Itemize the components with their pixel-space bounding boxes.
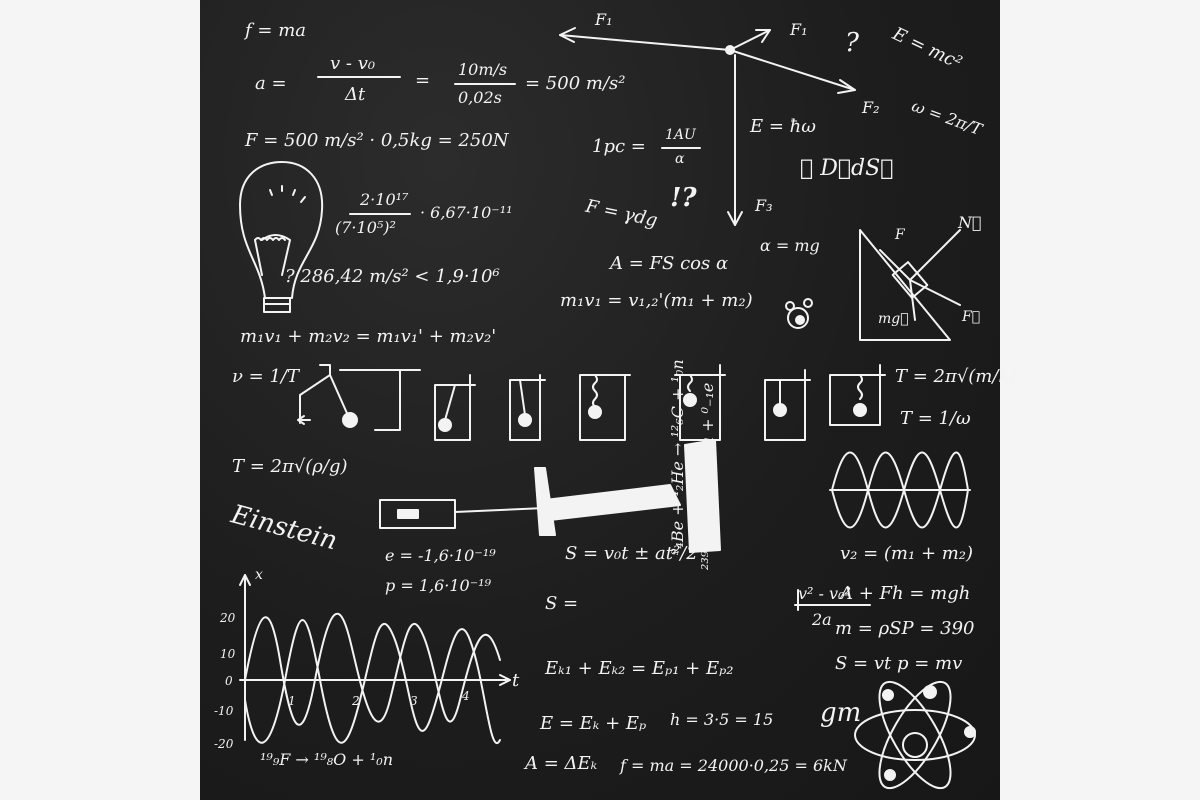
formula: Eₖ₁ + Eₖ₂ = Eₚ₁ + Eₚ₂	[545, 658, 734, 679]
graph-y-tick: 0	[225, 674, 233, 688]
formula: h = 3·5 = 15	[670, 710, 774, 729]
formula: 1AU	[665, 127, 696, 143]
formula-nuclear: ²³⁹₉₃Np → ²³⁹₉₄Pu + ⁰₋₁e	[698, 382, 717, 570]
formula: v - v₀	[330, 53, 376, 74]
formula: T = 2π√(m/k)	[895, 366, 1017, 387]
formula: F	[895, 227, 905, 243]
formula: S =	[545, 593, 579, 614]
graph-y-axis-label: x	[255, 567, 263, 583]
formula: v₂ = (m₁ + m₂)	[840, 543, 974, 564]
graph-x-tick: 1	[288, 694, 296, 708]
formula: F₁	[595, 10, 613, 29]
graph-x-tick: 4	[462, 689, 470, 703]
pendulum-sequence	[297, 364, 886, 441]
formula: α	[675, 151, 685, 167]
formula: e = -1,6·10⁻¹⁹	[385, 546, 496, 565]
formula: a =	[255, 73, 287, 94]
graph-x-tick: 3	[410, 694, 418, 708]
formula: (7·10⁵)²	[335, 218, 396, 237]
formula: p = 1,6·10⁻¹⁹	[385, 576, 491, 595]
oscillation-graph	[239, 574, 511, 744]
light-bulb-drawing	[239, 161, 324, 313]
atom-drawing	[854, 680, 976, 790]
formula: 2a	[812, 610, 832, 629]
formula: !?	[670, 183, 697, 213]
formula: ¹⁹₉F → ¹⁹₈O + ¹₀n	[260, 750, 393, 769]
formula: 0,02s	[458, 88, 502, 107]
formula: =	[415, 70, 431, 91]
formula: gm	[820, 698, 862, 728]
formula: F = 500 m/s² · 0,5kg = 250N	[245, 130, 509, 151]
graph-x-axis-label: t	[512, 670, 520, 691]
formula: S = v₀t ± at²/2	[565, 543, 698, 564]
formula: T = 2π√(ρ/g)	[232, 456, 348, 477]
formula: f = ma = 24000·0,25 = 6kN	[620, 756, 847, 775]
formula: α = mg	[760, 236, 820, 255]
formula: m₁v₁ = v₁,₂'(m₁ + m₂)	[560, 290, 753, 311]
formula-newton: f = ma	[245, 20, 306, 41]
formula: F₃	[755, 196, 773, 215]
wave-drawing	[829, 451, 971, 529]
formula: E = Eₖ + Eₚ	[540, 713, 647, 734]
formula: Δt	[345, 84, 366, 105]
formula: 2·10¹⁷	[360, 190, 409, 209]
formula: T = 1/ω	[900, 408, 971, 429]
formula: N⃗	[958, 213, 982, 232]
formula: ?	[845, 28, 859, 58]
formula: F₂	[862, 98, 880, 117]
formula: ? 286,42 m/s² < 1,9·10⁶	[285, 266, 500, 287]
chalkboard: f = ma a = v - v₀ Δt = 10m/s 0,02s = 500…	[200, 0, 1016, 800]
formula: mg⃗	[878, 311, 909, 327]
formula: · 6,67·10⁻¹¹	[420, 203, 513, 222]
formula: A + Fh = mgh	[840, 583, 971, 604]
formula: F⃗	[962, 309, 981, 325]
formula: m₁v₁ + m₂v₂ = m₁v₁' + m₂v₂'	[240, 326, 497, 347]
formula: v² - v₀²	[798, 584, 851, 603]
force-vector-diagram	[559, 27, 856, 226]
graph-y-tick: 10	[220, 647, 236, 661]
formula: 1pc =	[592, 136, 646, 157]
graph-y-tick: -10	[214, 704, 234, 718]
formula: E = ħω	[750, 116, 816, 137]
graph-x-tick: 2	[352, 694, 360, 708]
formula: A = FS cos α	[610, 253, 729, 274]
formula: S = vt p = mv	[835, 653, 963, 674]
graph-y-tick: -20	[214, 737, 234, 751]
formula-nuclear: ⁹₄Be + ⁴₂He → ¹²₆C + ¹₀n	[668, 359, 687, 555]
inclined-plane-drawing	[859, 229, 961, 341]
formula: F₁	[790, 20, 808, 39]
formula: 10m/s	[458, 60, 508, 79]
formula: ν = 1/T	[232, 366, 299, 387]
formula: m = ρSP = 390	[835, 618, 975, 639]
chalk-drawings	[239, 27, 976, 790]
formula: ∯ D⃗dS⃗	[800, 156, 894, 181]
formula: = 500 m/s²	[525, 73, 626, 94]
graph-y-tick: 20	[220, 611, 236, 625]
formula: A = ΔEₖ	[525, 753, 598, 774]
hammer-drawing	[379, 439, 721, 553]
small-doodle	[785, 298, 813, 329]
